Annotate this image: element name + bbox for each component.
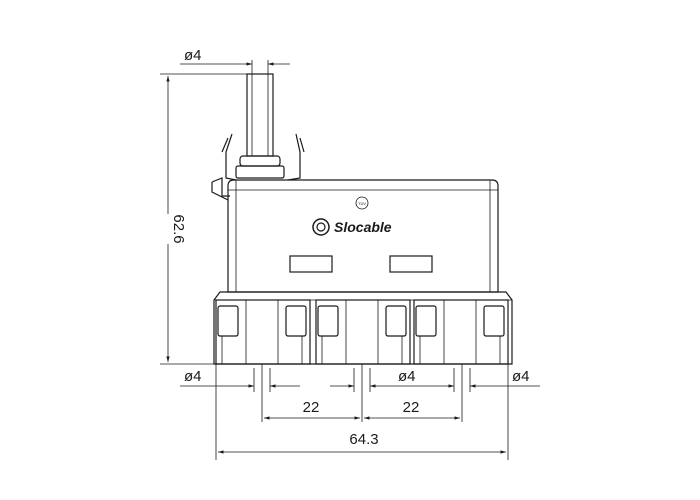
brand-logo-icon bbox=[312, 218, 330, 236]
dim-pitch: 22 22 bbox=[264, 399, 460, 420]
cable-shaft bbox=[246, 73, 274, 157]
svg-text:ø4: ø4 bbox=[184, 47, 202, 64]
connector-outline bbox=[211, 73, 499, 293]
brand-name: Slocable bbox=[334, 219, 392, 235]
dim-height: 62.6 bbox=[160, 73, 247, 365]
pin-housing-2 bbox=[315, 299, 411, 365]
shaft-collar bbox=[239, 155, 281, 167]
brand-logo: Slocable bbox=[312, 218, 392, 236]
left-clip bbox=[225, 133, 237, 181]
pin-housings bbox=[213, 291, 513, 365]
dim-top-pin-diameter: ø4 bbox=[180, 47, 290, 74]
latch-window-right bbox=[389, 255, 433, 273]
svg-text:TÜV: TÜV bbox=[358, 201, 366, 206]
svg-text:62.6: 62.6 bbox=[170, 214, 187, 243]
latch-window-left bbox=[289, 255, 333, 273]
svg-text:ø4: ø4 bbox=[398, 368, 416, 385]
svg-text:ø4: ø4 bbox=[184, 368, 202, 385]
main-housing bbox=[227, 179, 499, 293]
dim-bottom-pin-diameters: ø4 ø4 ø4 bbox=[180, 368, 540, 388]
dim-extension-lines bbox=[215, 364, 509, 460]
svg-text:ø4: ø4 bbox=[512, 368, 530, 385]
svg-text:22: 22 bbox=[303, 399, 320, 416]
pin-housing-1 bbox=[215, 299, 311, 365]
dim-total-width: 64.3 bbox=[218, 431, 506, 454]
svg-text:64.3: 64.3 bbox=[349, 431, 378, 448]
right-clip bbox=[287, 133, 301, 181]
pin-housing-3 bbox=[413, 299, 509, 365]
svg-text:22: 22 bbox=[403, 399, 420, 416]
tuv-mark: TÜV bbox=[355, 196, 369, 210]
